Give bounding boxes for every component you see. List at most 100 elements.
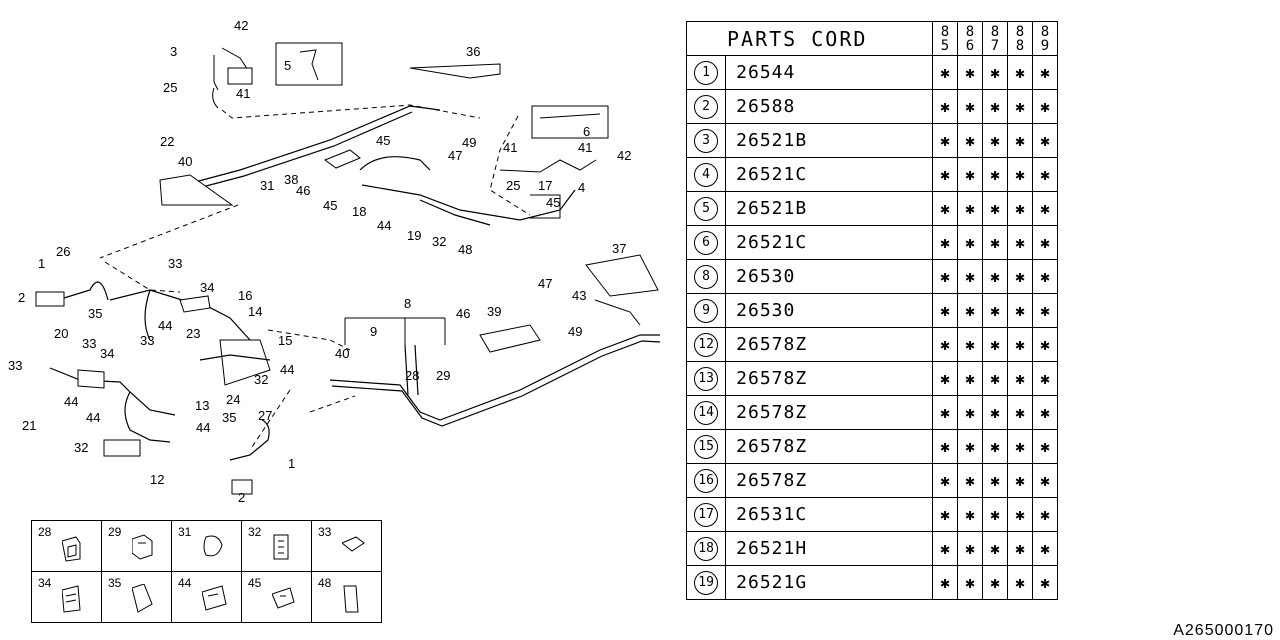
svg-text:2: 2: [238, 490, 245, 505]
svg-text:33: 33: [140, 333, 154, 348]
clip-icon: [343, 585, 359, 613]
part-code: 26530: [725, 293, 933, 328]
ref-number: 13: [685, 361, 727, 396]
svg-text:14: 14: [248, 304, 262, 319]
dashed-connector-upper: [99, 204, 239, 259]
clip-cell: 29: [101, 520, 172, 572]
applicability-mark: ✱: [1007, 55, 1033, 90]
applicability-mark: ✱: [982, 327, 1008, 362]
svg-text:40: 40: [178, 154, 192, 169]
applicability-mark: ✱: [1007, 123, 1033, 158]
svg-text:12: 12: [150, 472, 164, 487]
applicability-mark: ✱: [957, 123, 983, 158]
applicability-mark: ✱: [1032, 259, 1058, 294]
applicability-mark: ✱: [1032, 157, 1058, 192]
applicability-mark: ✱: [932, 327, 958, 362]
ref-number: 18: [685, 531, 727, 566]
clip-icon: [62, 536, 81, 562]
table-title: PARTS CORD: [686, 21, 933, 56]
svg-text:32: 32: [432, 234, 446, 249]
applicability-mark: ✱: [932, 429, 958, 464]
clip-cell: 44: [171, 571, 242, 623]
svg-text:29: 29: [436, 368, 450, 383]
svg-text:33: 33: [168, 256, 182, 271]
part-code: 26521H: [725, 531, 933, 566]
ref-number: 12: [685, 327, 727, 362]
clip-icon: [62, 585, 81, 613]
svg-text:45: 45: [546, 195, 560, 210]
svg-text:17: 17: [538, 178, 552, 193]
part-code: 26521C: [725, 225, 933, 260]
clip-icon: [342, 536, 365, 552]
svg-text:45: 45: [376, 133, 390, 148]
applicability-mark: ✱: [957, 361, 983, 396]
ref-number: 9: [685, 293, 727, 328]
applicability-mark: ✱: [957, 55, 983, 90]
svg-text:46: 46: [456, 306, 470, 321]
applicability-mark: ✱: [1032, 123, 1058, 158]
svg-text:44: 44: [86, 410, 100, 425]
clip-cell: 45: [241, 571, 312, 623]
applicability-mark: ✱: [957, 157, 983, 192]
svg-text:23: 23: [186, 326, 200, 341]
applicability-mark: ✱: [932, 531, 958, 566]
svg-text:28: 28: [405, 368, 419, 383]
applicability-mark: ✱: [1007, 293, 1033, 328]
applicability-mark: ✱: [1007, 429, 1033, 464]
part-code: 26578Z: [725, 327, 933, 362]
clip-cell: 32: [241, 520, 312, 572]
svg-text:44: 44: [280, 362, 294, 377]
svg-text:37: 37: [612, 241, 626, 256]
part-code: 26521C: [725, 157, 933, 192]
svg-text:34: 34: [100, 346, 114, 361]
clip-icon: [272, 587, 295, 609]
svg-text:32: 32: [254, 372, 268, 387]
applicability-mark: ✱: [982, 225, 1008, 260]
applicability-mark: ✱: [932, 157, 958, 192]
applicability-mark: ✱: [982, 361, 1008, 396]
applicability-mark: ✱: [932, 293, 958, 328]
svg-text:47: 47: [538, 276, 552, 291]
applicability-mark: ✱: [982, 395, 1008, 430]
part-code: 26521B: [725, 123, 933, 158]
applicability-mark: ✱: [1007, 157, 1033, 192]
clip-cell: 35: [101, 571, 172, 623]
svg-text:45: 45: [323, 198, 337, 213]
svg-text:26: 26: [56, 244, 70, 259]
applicability-mark: ✱: [932, 55, 958, 90]
applicability-mark: ✱: [982, 157, 1008, 192]
svg-text:42: 42: [617, 148, 631, 163]
lower-left-assembly: [35, 281, 356, 495]
clip-number: 48: [318, 576, 332, 590]
svg-text:35: 35: [88, 306, 102, 321]
svg-text:27: 27: [258, 408, 272, 423]
applicability-mark: ✱: [957, 497, 983, 532]
applicability-mark: ✱: [1032, 361, 1058, 396]
svg-text:18: 18: [352, 204, 366, 219]
brake-line-diagram: 42 3 25 41 5 36 22 40 31 38 46 45 45 18 …: [8, 18, 661, 505]
svg-text:41: 41: [236, 86, 250, 101]
part-code: 26578Z: [725, 395, 933, 430]
clip-number: 35: [108, 576, 122, 590]
part-code: 26578Z: [725, 361, 933, 396]
clip-number: 45: [248, 576, 262, 590]
svg-text:1: 1: [38, 256, 45, 271]
applicability-mark: ✱: [982, 293, 1008, 328]
svg-text:42: 42: [234, 18, 248, 33]
part-code: 26544: [725, 55, 933, 90]
svg-text:25: 25: [506, 178, 520, 193]
clip-cell: 31: [171, 520, 242, 572]
svg-text:44: 44: [196, 420, 210, 435]
